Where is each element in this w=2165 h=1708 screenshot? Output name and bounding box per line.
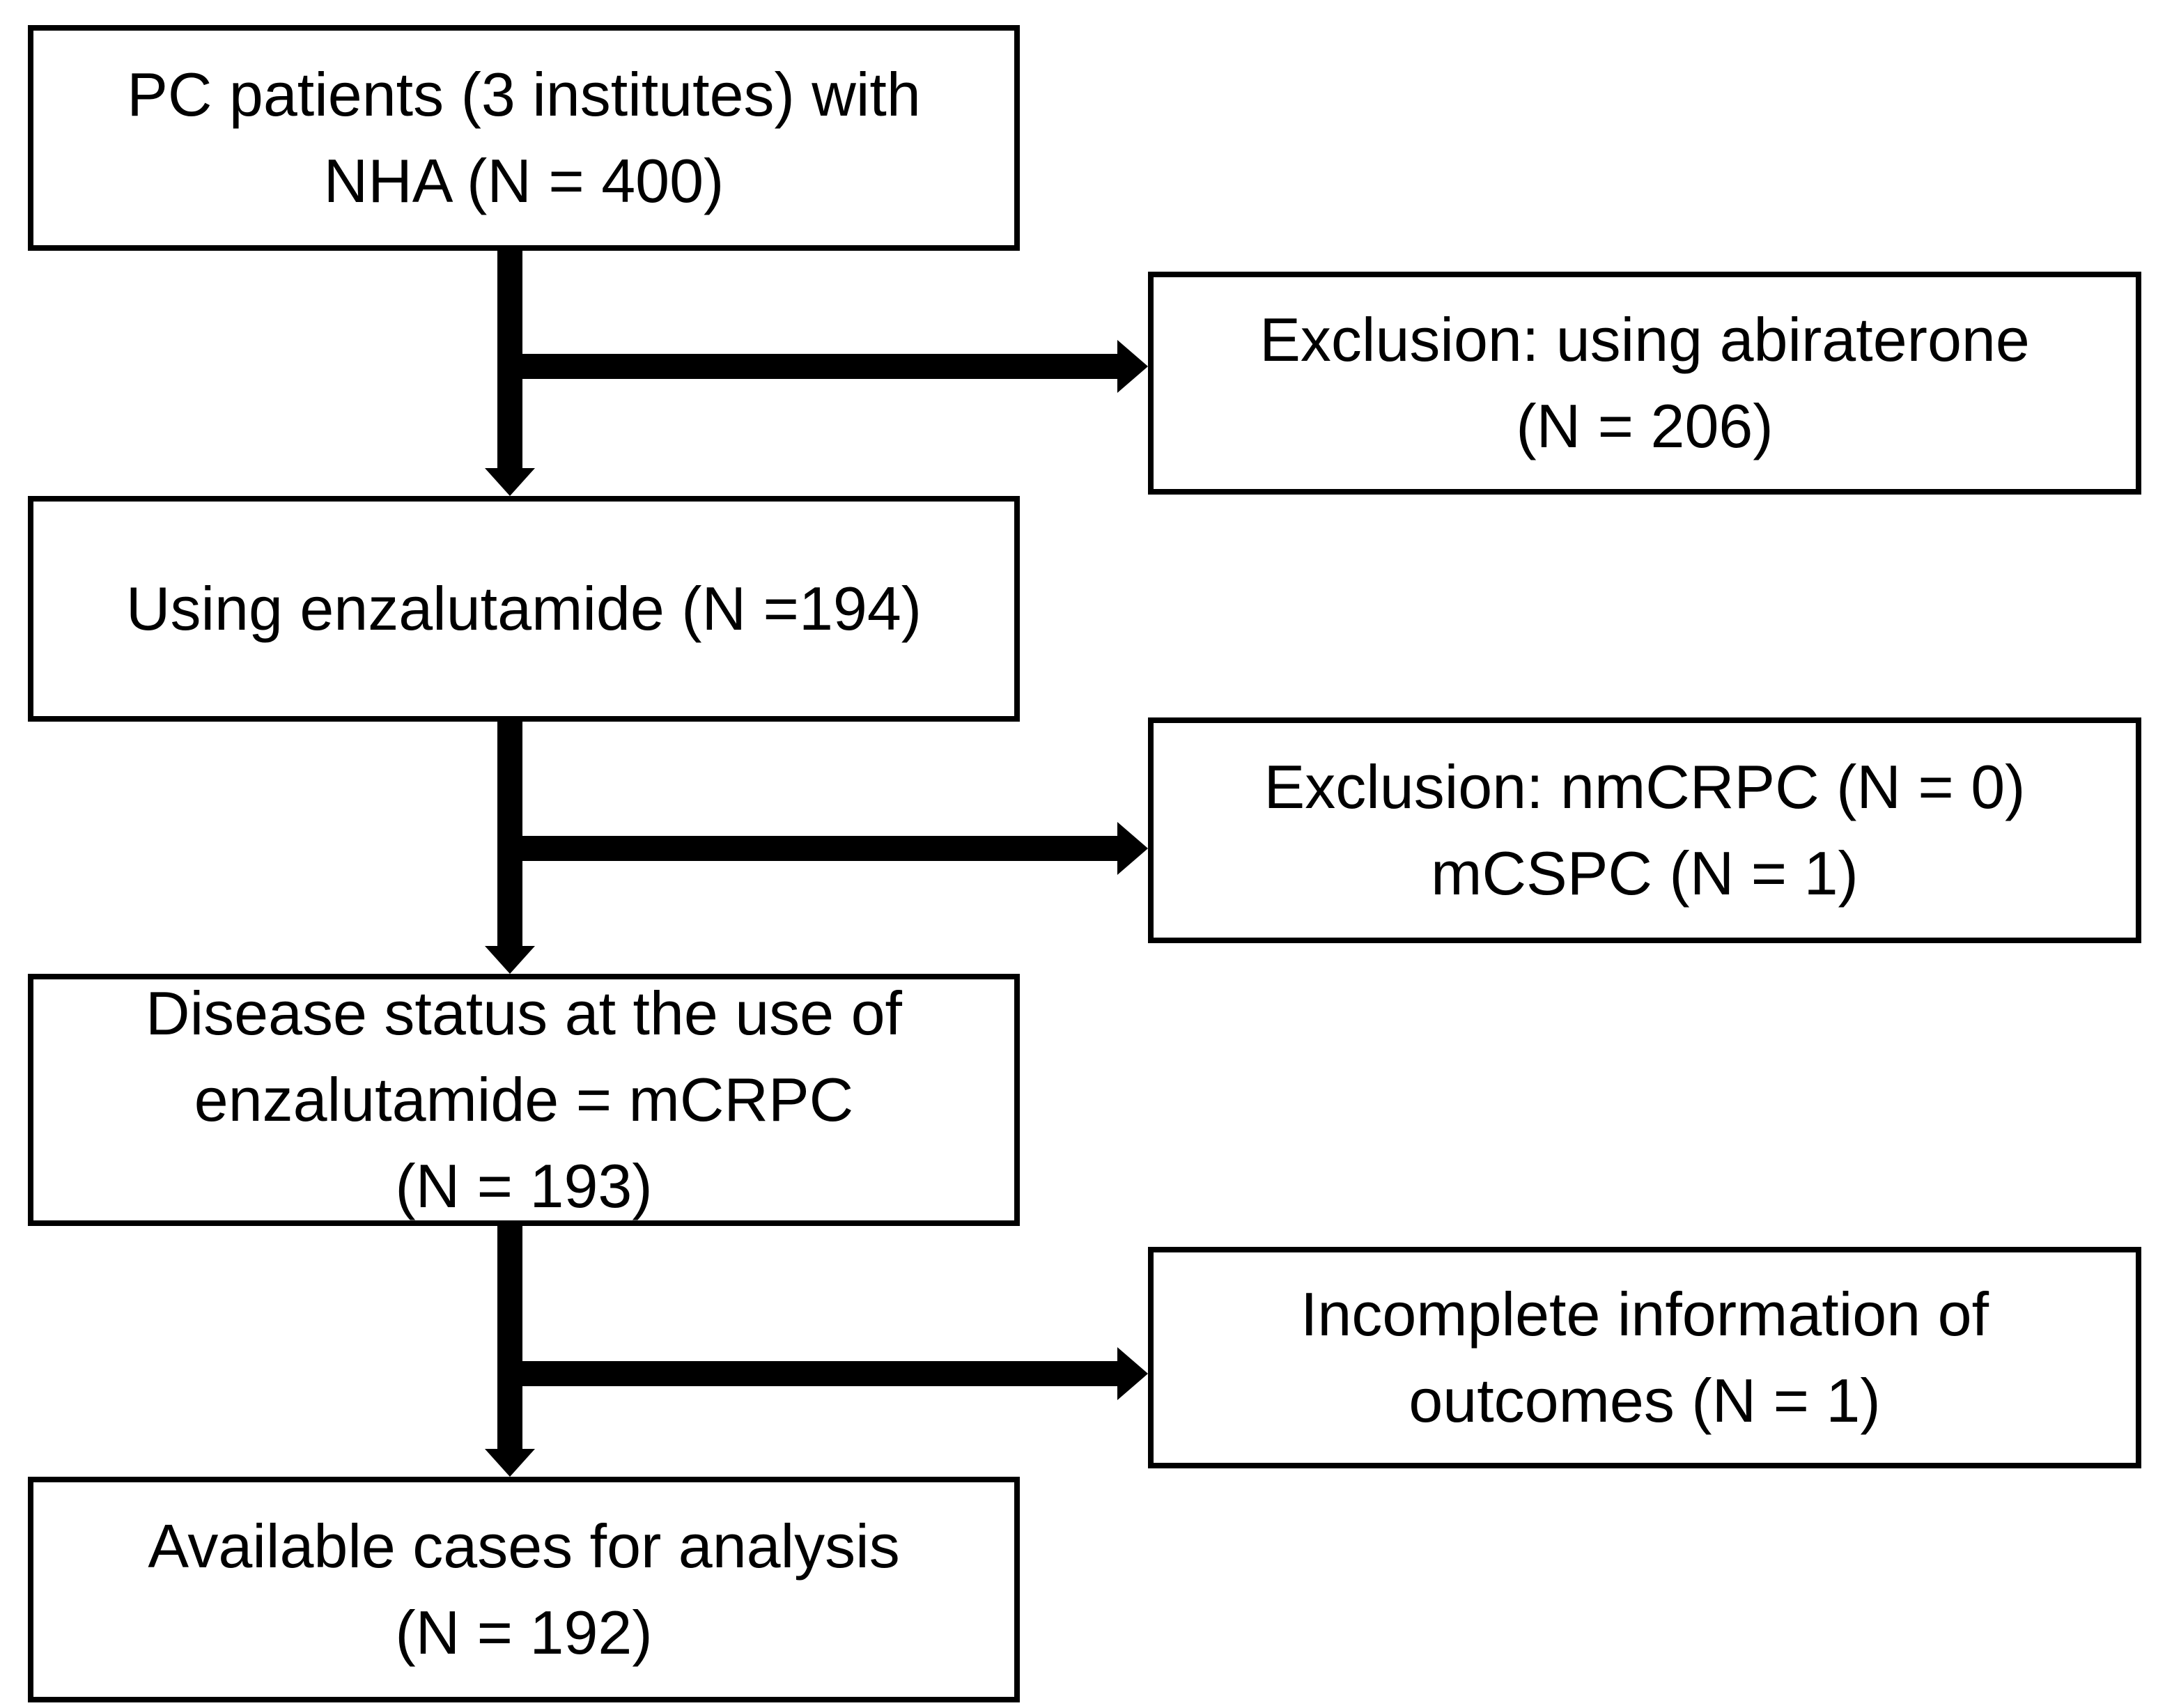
box-enzalutamide-line1: Using enzalutamide (N =194) — [125, 574, 922, 643]
arrowhead-down-enzalutamide — [485, 468, 535, 496]
box-mcrpc-line2: enzalutamide = mCRPC — [194, 1065, 854, 1134]
arrowhead-down-mcrpc — [485, 946, 535, 974]
box-pc-patients-with-nha: PC patients (3 institutes) with NHA (N =… — [28, 25, 1020, 251]
box-exclusion-abiraterone: Exclusion: using abiraterone (N = 206) — [1148, 272, 2141, 495]
box-exclusion-incomplete-information: Incomplete information of outcomes (N = … — [1148, 1247, 2141, 1468]
box-mcrpc-line1: Disease status at the use of — [146, 979, 902, 1048]
box-using-enzalutamide: Using enzalutamide (N =194) — [28, 496, 1020, 722]
box-available-line2: (N = 192) — [395, 1598, 653, 1667]
box-mcrpc-line3: (N = 193) — [395, 1151, 653, 1220]
box-exclusion-disease-status: Exclusion: nmCRPC (N = 0) mCSPC (N = 1) — [1148, 717, 2141, 943]
box-exclusion-disease-status-line1: Exclusion: nmCRPC (N = 0) — [1264, 752, 2026, 821]
arrowhead-right-incomplete — [1117, 1347, 1148, 1400]
box-disease-status-mcrpc: Disease status at the use of enzalutamid… — [28, 974, 1020, 1226]
box-exclusion-abiraterone-line1: Exclusion: using abiraterone — [1259, 305, 2030, 374]
box-start-line2: NHA (N = 400) — [323, 146, 724, 215]
box-available-line1: Available cases for analysis — [148, 1512, 900, 1581]
arrowhead-right-abiraterone — [1117, 340, 1148, 393]
box-available-cases: Available cases for analysis (N = 192) — [28, 1477, 1020, 1702]
arrowhead-right-disease-status — [1117, 822, 1148, 875]
arrowhead-down-available — [485, 1449, 535, 1477]
box-exclusion-incomplete-line2: outcomes (N = 1) — [1409, 1366, 1881, 1435]
box-start-line1: PC patients (3 institutes) with — [127, 60, 921, 129]
box-exclusion-incomplete-line1: Incomplete information of — [1300, 1280, 1989, 1349]
box-exclusion-abiraterone-line2: (N = 206) — [1516, 391, 1774, 460]
box-exclusion-disease-status-line2: mCSPC (N = 1) — [1431, 839, 1859, 908]
